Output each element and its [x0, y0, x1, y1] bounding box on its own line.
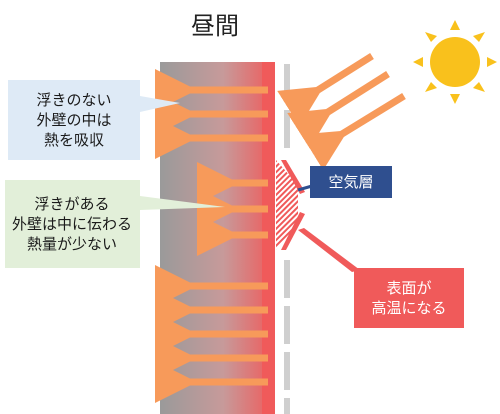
callout-float-box — [5, 180, 225, 268]
surface-hot-pointer — [298, 228, 360, 272]
sun-icon — [413, 20, 497, 104]
callout-float-text: 浮きがある 外壁は中に伝わる 熱量が少ない — [11, 195, 132, 253]
surface-hot-box — [354, 268, 464, 328]
outer-panel — [284, 64, 290, 414]
wall-surface — [262, 62, 275, 414]
air-layer-pointer — [297, 184, 313, 192]
air-layer-box — [310, 166, 392, 198]
air-layer-label: 空気層 — [328, 173, 374, 191]
air-layer-hatch — [276, 160, 298, 250]
bulged-panel — [281, 160, 305, 250]
callout-no-float-text: 浮きのない 外壁の中は 熱を吸収 — [36, 91, 112, 149]
diagram-title: 昼間 — [191, 12, 239, 40]
callout-no-float-box — [8, 80, 180, 160]
heat-arrows-top — [155, 69, 268, 159]
sunlight-arrows — [277, 53, 406, 171]
surface-hot-label: 表面が 高温になる — [371, 279, 447, 317]
heat-arrows-middle — [197, 162, 268, 256]
heat-arrows-bottom — [155, 265, 268, 403]
